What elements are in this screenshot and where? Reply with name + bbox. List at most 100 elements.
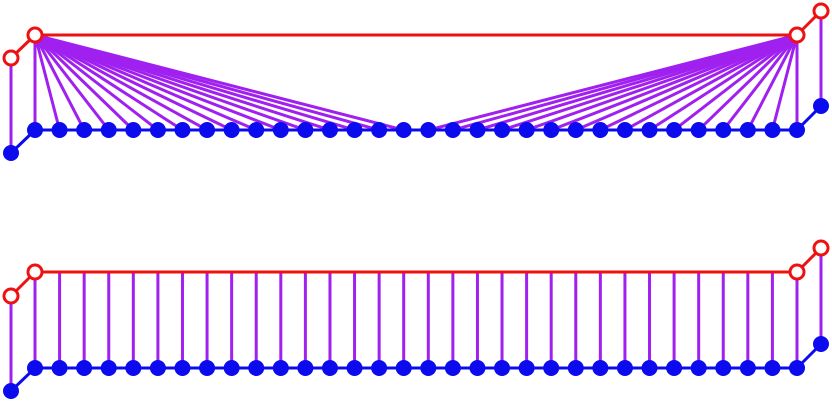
blue-node <box>100 360 117 376</box>
blue-node <box>616 360 633 376</box>
blue-node <box>715 122 732 138</box>
blue-node <box>444 122 461 138</box>
blue-node <box>199 122 216 138</box>
blue-node <box>174 122 191 138</box>
blue-node <box>395 360 412 376</box>
blue-node <box>789 360 805 376</box>
blue-node <box>420 360 437 376</box>
blue-node <box>223 122 240 138</box>
blue-node <box>346 360 363 376</box>
bottom-connectors <box>9 248 823 391</box>
blue-node <box>149 360 166 376</box>
top-blue-nodes <box>3 98 829 161</box>
red-hub-node-left <box>26 26 44 44</box>
blue-node <box>27 122 43 138</box>
blue-node <box>666 360 683 376</box>
blue-node <box>76 360 93 376</box>
red-hub-node-right <box>788 263 806 281</box>
blue-node <box>666 122 683 138</box>
blue-node <box>321 122 338 138</box>
blue-node <box>297 122 314 138</box>
connector-edge <box>34 33 208 132</box>
blue-node <box>174 360 191 376</box>
blue-node <box>248 122 265 138</box>
blue-node <box>272 122 289 138</box>
blue-end-node-right <box>813 98 829 114</box>
red-hub-node-right <box>788 26 806 44</box>
blue-node <box>690 360 707 376</box>
bottom-red-nodes <box>2 239 830 305</box>
blue-node <box>469 360 486 376</box>
blue-node <box>297 360 314 376</box>
connector-edge <box>697 33 799 132</box>
top-red-edges <box>9 9 823 60</box>
connector-edge <box>599 33 798 132</box>
blue-node <box>199 360 216 376</box>
blue-node <box>789 122 805 138</box>
blue-node <box>616 122 633 138</box>
blue-node <box>592 360 609 376</box>
blue-node <box>518 122 535 138</box>
blue-node <box>543 122 560 138</box>
blue-node <box>764 122 781 138</box>
blue-node <box>371 360 388 376</box>
blue-node <box>739 122 756 138</box>
connector-edge <box>648 33 798 132</box>
bottom-blue-nodes <box>3 336 829 399</box>
blue-node <box>125 360 142 376</box>
connector-edge <box>34 33 233 132</box>
blue-node <box>395 122 412 138</box>
connector-edge <box>33 34 110 131</box>
red-hub-node-left <box>26 263 44 281</box>
connector-edge <box>33 34 86 131</box>
blue-node <box>469 122 486 138</box>
blue-end-node-right <box>813 336 829 352</box>
blue-end-node-left <box>3 145 19 161</box>
blue-node <box>321 360 338 376</box>
connector-edge <box>624 33 798 132</box>
red-corner-node-left <box>2 287 20 305</box>
blue-node <box>51 360 68 376</box>
blue-node <box>641 360 658 376</box>
connector-edge <box>575 33 798 132</box>
blue-node <box>248 360 265 376</box>
blue-node <box>641 122 658 138</box>
connector-edge <box>33 33 135 132</box>
connector-edge <box>33 34 62 131</box>
connector-edge <box>673 33 798 132</box>
blue-node <box>420 122 437 138</box>
blue-node <box>272 360 289 376</box>
blue-node <box>764 360 781 376</box>
connector-edge <box>34 33 405 132</box>
connector-edge <box>34 33 159 132</box>
connector-edge <box>746 34 799 131</box>
blue-node <box>223 360 240 376</box>
connector-edge <box>34 33 184 132</box>
blue-node <box>518 360 535 376</box>
blue-node <box>371 122 388 138</box>
blue-node <box>494 122 511 138</box>
blue-node <box>715 360 732 376</box>
connector-edge <box>550 33 798 132</box>
blue-node <box>690 122 707 138</box>
blue-node <box>149 122 166 138</box>
blue-node <box>51 122 68 138</box>
blue-node <box>739 360 756 376</box>
blue-node <box>346 122 363 138</box>
blue-end-node-left <box>3 383 19 399</box>
red-corner-node-left <box>2 49 20 67</box>
bottom-panel <box>2 239 830 399</box>
blue-node <box>76 122 93 138</box>
blue-node <box>543 360 560 376</box>
red-corner-node-right <box>812 2 830 20</box>
blue-node <box>592 122 609 138</box>
blue-node <box>100 122 117 138</box>
blue-node <box>567 122 584 138</box>
connector-edge <box>722 34 799 131</box>
blue-node <box>567 360 584 376</box>
top-panel <box>2 2 830 161</box>
blue-node <box>27 360 43 376</box>
connector-edge <box>770 34 799 131</box>
top-red-nodes <box>2 2 830 67</box>
